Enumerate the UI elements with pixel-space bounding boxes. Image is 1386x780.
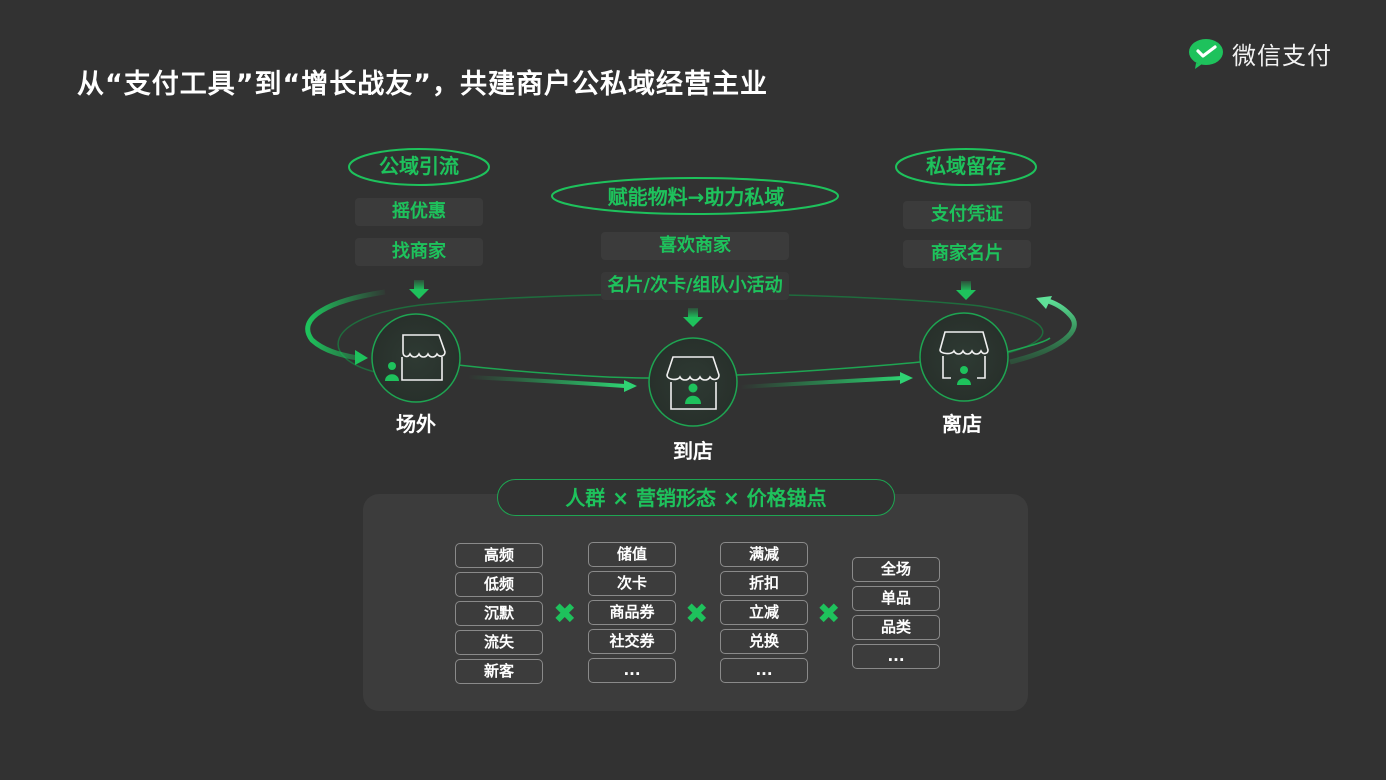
node-label-leave: 离店 bbox=[942, 412, 982, 436]
heading-ellipse-right bbox=[895, 148, 1037, 186]
node-leave bbox=[919, 312, 1009, 402]
arrowhead bbox=[900, 372, 913, 384]
node-outside bbox=[371, 313, 461, 403]
matrix-column-stored-value: 储值 次卡 商品券 社交券 ... bbox=[588, 542, 676, 683]
node-label-outside: 场外 bbox=[396, 412, 436, 436]
down-arrow-center bbox=[683, 308, 703, 327]
orbit-ring-front bbox=[1006, 337, 1051, 353]
page-title: 从“支付工具”到“增长战友”，共建商户公私域经营主业 bbox=[77, 69, 768, 100]
matrix-tag: 商品券 bbox=[588, 600, 676, 625]
retention-arrow bbox=[1009, 297, 1077, 365]
matrix-tag: 沉默 bbox=[455, 601, 543, 626]
multiply-icon: ✖ bbox=[817, 597, 841, 630]
matrix-tag: 储值 bbox=[588, 542, 676, 567]
matrix-panel bbox=[363, 494, 1028, 711]
down-arrow-right bbox=[956, 281, 976, 300]
storefront-person-leaving-icon bbox=[939, 331, 989, 379]
wechat-pay-logo-icon bbox=[1189, 38, 1223, 69]
matrix-tag: 高频 bbox=[455, 543, 543, 568]
matrix-tag: ... bbox=[588, 658, 676, 683]
matrix-tag: 兑换 bbox=[720, 629, 808, 654]
down-arrow-left bbox=[409, 280, 429, 299]
matrix-title: 人群 × 营销形态 × 价格锚点 bbox=[497, 479, 895, 516]
arrowhead bbox=[624, 380, 637, 392]
heading-ellipse-left bbox=[348, 148, 490, 186]
matrix-tag: ... bbox=[852, 644, 940, 669]
matrix-tag: ... bbox=[720, 658, 808, 683]
matrix-tag: 满减 bbox=[720, 542, 808, 567]
heading-private-retention: 私域留存 bbox=[926, 154, 1006, 178]
inflow-arrow bbox=[305, 289, 386, 361]
orbit-ring-front bbox=[457, 364, 651, 379]
multiply-icon: ✖ bbox=[553, 597, 577, 630]
brand-name: 微信支付 bbox=[1232, 42, 1332, 70]
chip-right-0: 支付凭证 bbox=[903, 201, 1031, 229]
brand-logo: 微信支付 bbox=[1188, 36, 1332, 71]
matrix-column-discount: 满减 折扣 立减 兑换 ... bbox=[720, 542, 808, 683]
orbit-ring-front bbox=[736, 361, 921, 376]
matrix-tag: 立减 bbox=[720, 600, 808, 625]
matrix-column-crowd: 高频 低频 沉默 流失 新客 bbox=[455, 543, 543, 684]
node-in-store bbox=[648, 337, 738, 427]
matrix-tag: 全场 bbox=[852, 557, 940, 582]
storefront-person-outside-icon bbox=[401, 334, 446, 381]
arrow-out-to-store bbox=[467, 375, 626, 388]
matrix-column-price-anchor: 全场 单品 品类 ... bbox=[852, 557, 940, 669]
heading-ellipse-center bbox=[551, 177, 839, 215]
matrix-tag: 新客 bbox=[455, 659, 543, 684]
matrix-tag: 品类 bbox=[852, 615, 940, 640]
matrix-tag: 社交券 bbox=[588, 629, 676, 654]
matrix-tag: 流失 bbox=[455, 630, 543, 655]
heading-empower: 赋能物料→助力私域 bbox=[607, 185, 785, 209]
multiply-icon: ✖ bbox=[685, 597, 709, 630]
matrix-tag: 次卡 bbox=[588, 571, 676, 596]
chip-center-0: 喜欢商家 bbox=[601, 232, 789, 260]
chip-left-1: 找商家 bbox=[355, 238, 483, 266]
matrix-tag: 单品 bbox=[852, 586, 940, 611]
arrow-store-to-leave bbox=[739, 376, 903, 389]
retention-arrowhead bbox=[1036, 296, 1052, 309]
heading-public-domain: 公域引流 bbox=[379, 154, 459, 178]
storefront-person-inside-icon bbox=[666, 356, 720, 410]
chip-right-1: 商家名片 bbox=[903, 240, 1031, 268]
matrix-tag: 折扣 bbox=[720, 571, 808, 596]
inflow-arrowhead bbox=[355, 350, 368, 365]
chip-left-0: 摇优惠 bbox=[355, 198, 483, 226]
matrix-tag: 低频 bbox=[455, 572, 543, 597]
chip-center-1: 名片/次卡/组队小活动 bbox=[601, 272, 789, 300]
node-label-in-store: 到店 bbox=[673, 439, 713, 463]
